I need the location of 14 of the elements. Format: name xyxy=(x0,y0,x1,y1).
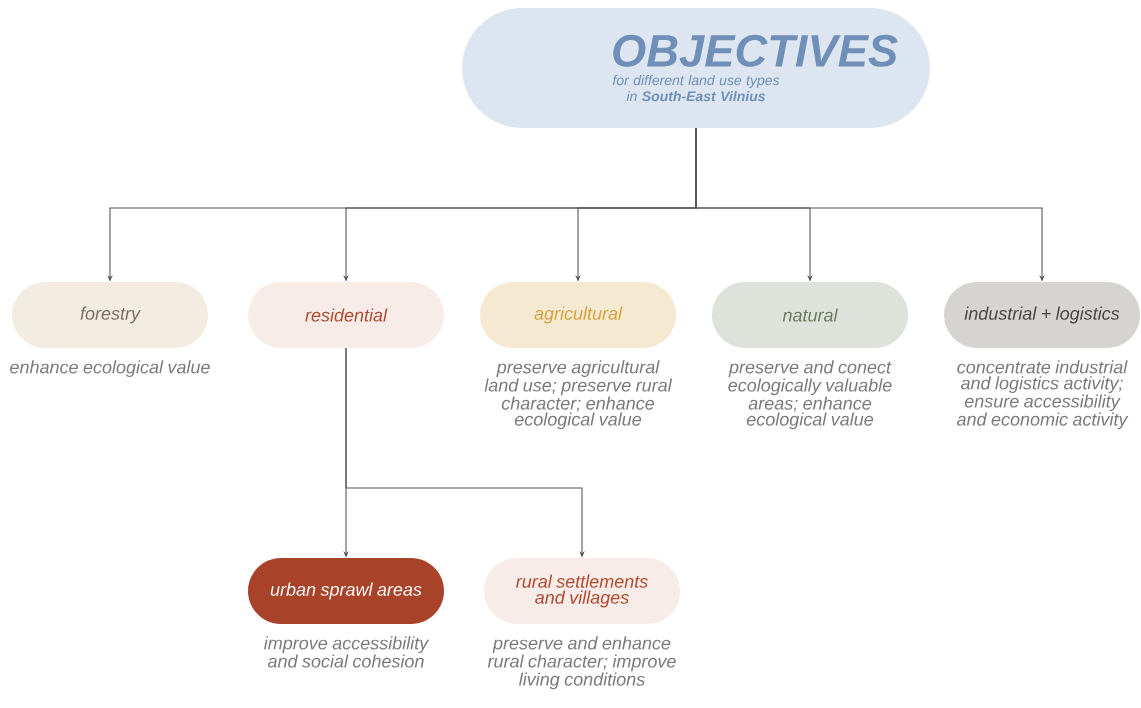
pill-box: agricultural xyxy=(480,282,676,348)
description-text: concentrate industrial and logistics activity; ensure accessibility and economic activity xyxy=(956,360,1129,430)
pill-box: residential xyxy=(248,282,444,348)
pill-box: industrial + logistics xyxy=(944,282,1140,348)
description-text: preserve and enhance rural character; improve living conditions xyxy=(487,636,676,690)
pill-box: rural settlements and villages xyxy=(484,558,680,624)
pill-box: forestry xyxy=(12,282,208,348)
pill-box: urban sprawl areas xyxy=(248,558,444,624)
description-text: preserve and conect ecologically valuable areas; enhance ecological value xyxy=(728,360,892,430)
pill-box: natural xyxy=(712,282,908,348)
pill-box: OBJECTIVES for different land use types in South-East Vilnius xyxy=(462,8,930,128)
description-text: enhance ecological value xyxy=(10,360,210,378)
description-text: improve accessibility and social cohesion xyxy=(264,636,430,668)
description-text: preserve agricultural land use; preserve rural character; enhance ecological value xyxy=(484,360,673,430)
